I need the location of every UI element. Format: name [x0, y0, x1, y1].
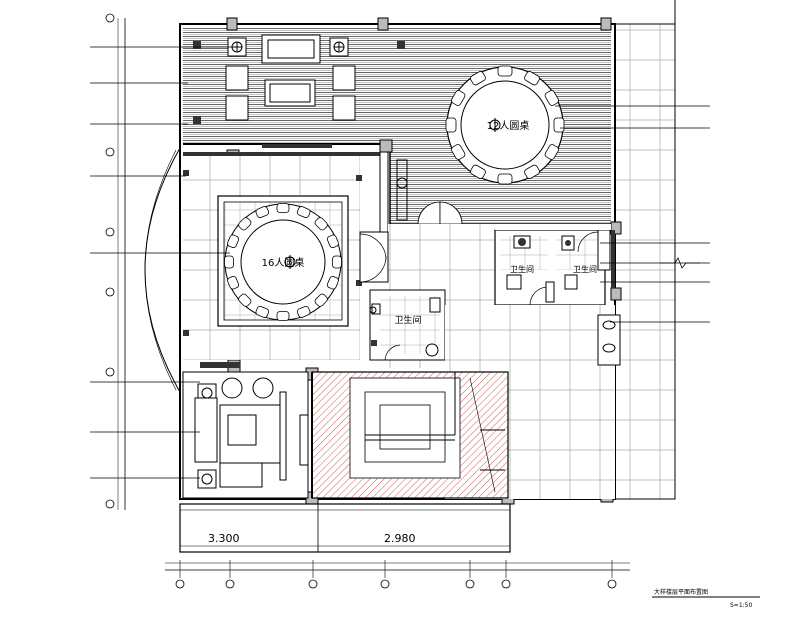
- door: [359, 233, 387, 261]
- terrace-right: [614, 23, 676, 500]
- axis-bubble: [465, 579, 475, 589]
- drawing-scale: S=1:50: [730, 602, 752, 609]
- bay-window: [144, 147, 181, 393]
- chair: [255, 305, 270, 318]
- chair: [524, 164, 540, 179]
- axis-bubble: [607, 579, 617, 589]
- round-table-12: 12人圆桌: [445, 65, 565, 185]
- axis-bubble: [501, 579, 511, 589]
- chair: [314, 293, 328, 307]
- chair: [470, 71, 486, 86]
- chair: [326, 234, 339, 249]
- chair: [238, 293, 252, 307]
- chair: [544, 144, 559, 160]
- chair: [227, 275, 240, 290]
- dimension-left: 3.300: [208, 532, 240, 545]
- chair: [445, 117, 457, 133]
- restroom-label-2: 卫生间: [510, 264, 534, 274]
- axis-bubble: [308, 579, 318, 589]
- sofa: [194, 397, 218, 463]
- chair: [255, 206, 270, 219]
- chair: [497, 173, 513, 185]
- chair: [238, 217, 252, 231]
- chair: [224, 255, 234, 269]
- chair: [296, 206, 311, 219]
- table-label-12: 12人圆桌: [487, 119, 530, 132]
- chair: [524, 71, 540, 86]
- chair: [296, 305, 311, 318]
- restroom-label-3: 卫生间: [573, 264, 597, 274]
- pillar: [226, 17, 238, 31]
- chair: [276, 203, 290, 213]
- chair: [553, 117, 565, 133]
- chair: [314, 217, 328, 231]
- chair: [332, 255, 342, 269]
- chair: [276, 311, 290, 321]
- axis-bubble: [380, 579, 390, 589]
- dimension-right: 2.980: [384, 532, 416, 545]
- table-label-16: 16人圆桌: [262, 256, 305, 269]
- round-table-16: 16人圆桌: [224, 203, 342, 321]
- axis-bubble: [225, 579, 235, 589]
- restroom-label-1: 卫生间: [394, 314, 421, 326]
- chair: [227, 234, 240, 249]
- balcony: [179, 503, 511, 553]
- chair: [451, 144, 466, 160]
- drawing-title: 大样楼层平面布置图: [654, 588, 708, 596]
- basin-counter: [597, 314, 621, 366]
- chair: [451, 90, 466, 106]
- pillar: [377, 17, 389, 31]
- chair: [544, 90, 559, 106]
- axis-bubble: [175, 579, 185, 589]
- pillar: [600, 17, 612, 31]
- chair: [497, 65, 513, 77]
- chair: [326, 275, 339, 290]
- chair: [470, 164, 486, 179]
- armchair: [225, 65, 249, 91]
